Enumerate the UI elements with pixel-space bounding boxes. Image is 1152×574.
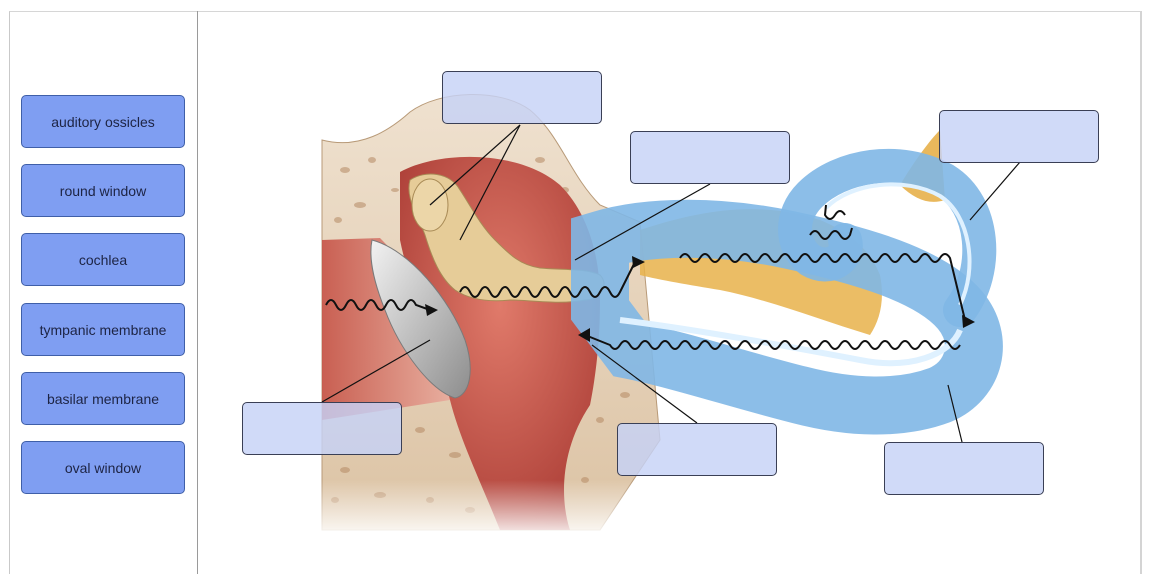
wave-arrowheads [425,256,975,342]
bank-item-basilar-membrane[interactable]: basilar membrane [21,372,185,425]
drop-target-lower-right[interactable] [884,442,1044,495]
drop-target-oval-window-area[interactable] [630,131,790,184]
bank-item-tympanic-membrane[interactable]: tympanic membrane [21,303,185,356]
eardrum-shape [370,239,471,399]
drop-target-lower-left[interactable] [242,402,402,455]
drop-target-upper-right[interactable] [939,110,1099,163]
basilar-line [619,317,963,367]
cochlea-coil [778,148,997,327]
drop-target-lower-middle[interactable] [617,423,777,476]
cochlea-tube [571,199,1003,435]
activity-frame [9,11,1142,574]
bank-item-auditory-ossicles[interactable]: auditory ossicles [21,95,185,148]
panel-divider [197,11,198,574]
drop-target-top-ossicles[interactable] [442,71,602,124]
bank-item-cochlea[interactable]: cochlea [21,233,185,286]
sound-waves [325,204,966,350]
leader-lines [321,124,1021,443]
coil-line [824,182,972,306]
bank-item-oval-window[interactable]: oval window [21,441,185,494]
bank-item-round-window[interactable]: round window [21,164,185,217]
